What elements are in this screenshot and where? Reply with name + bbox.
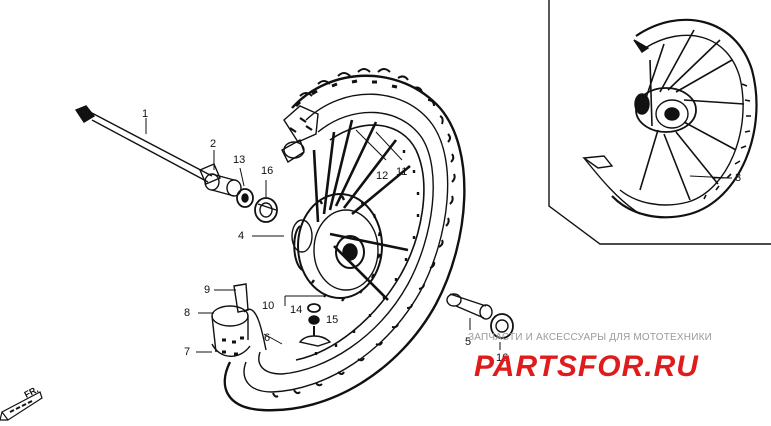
callout-10: 10 (262, 300, 275, 312)
callout-4: 4 (238, 230, 245, 242)
inset-wheel-assembly (582, 18, 758, 219)
callout-2: 2 (210, 138, 217, 150)
callout-16-lower: 16 (496, 352, 509, 364)
dust-seal (236, 188, 254, 208)
callout-15: 15 (326, 314, 339, 326)
valve-stem (233, 283, 249, 313)
callout-11: 11 (396, 166, 408, 178)
rim-and-spokes (295, 119, 425, 361)
callout-12: 12 (376, 170, 389, 182)
callout-9: 9 (204, 284, 211, 296)
front-arrow (0, 391, 43, 421)
hub (291, 193, 383, 302)
valve-cap (281, 138, 305, 164)
callout-1: 1 (142, 108, 149, 120)
axle (74, 105, 221, 185)
distance-collar (446, 293, 493, 320)
tube-and-rim-strip (211, 305, 267, 357)
callout-7: 7 (184, 346, 191, 358)
callout-13: 13 (233, 154, 246, 166)
bearing-lower (490, 313, 514, 339)
callout-16-upper: 16 (261, 165, 274, 177)
spacer-collar (204, 173, 242, 197)
callout-3: 3 (735, 172, 742, 184)
valve-bits (284, 295, 332, 347)
callout-6: 6 (264, 332, 271, 344)
callout-8: 8 (184, 307, 191, 319)
watermark-tagline: ЗАПЧАСТИ И АКСЕССУАРЫ ДЛЯ МОТОТЕХНИКИ (468, 332, 713, 343)
watermark-brand-logo: PARTSFOR.RU (474, 350, 699, 383)
tire (223, 68, 466, 412)
callout-5: 5 (465, 336, 472, 348)
bearing-upper (254, 197, 278, 223)
callout-14: 14 (290, 304, 303, 316)
leader-lines (145, 118, 732, 353)
inset-frame (548, 0, 771, 245)
